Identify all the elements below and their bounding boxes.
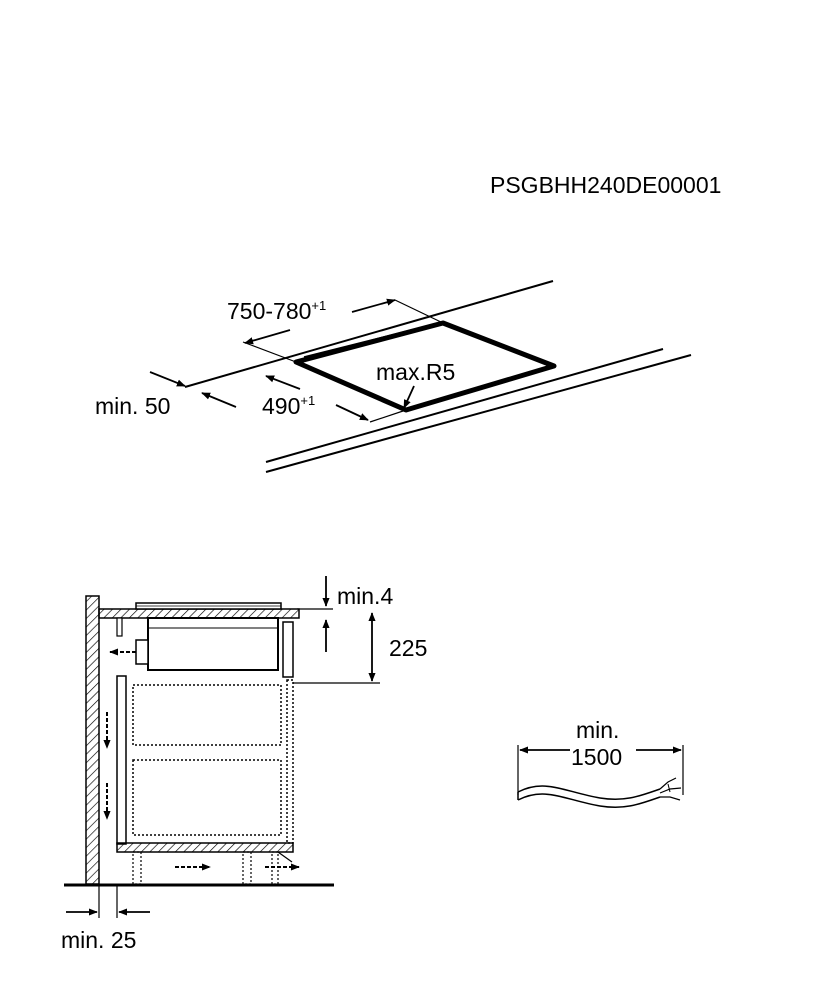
- corner-radius-label: max.R5: [376, 359, 455, 385]
- drawing-code: PSGBHH240DE00001: [490, 172, 721, 198]
- cutout-inner-edge: [303, 321, 444, 358]
- cable-length-label-line1: min.: [576, 717, 619, 743]
- cable-length-label-line2: 1500: [571, 744, 622, 770]
- edge-distance-label: min. 50: [95, 393, 170, 419]
- worktop-section: [98, 608, 300, 619]
- drawer-lower: [132, 759, 282, 836]
- height-label: 225: [389, 635, 427, 661]
- plinth-foot-left: [132, 851, 142, 885]
- worktop-front-edge-lower: [265, 354, 692, 473]
- fixing-clip: [116, 617, 123, 637]
- worktop-top-view: 750-780+1 490+1 min. 50 max.R5: [95, 280, 692, 473]
- cabinet-side-panel: [282, 621, 294, 678]
- width-extension-left: [242, 341, 297, 363]
- edge-distance-arrow-inner: [201, 392, 237, 408]
- cabinet-right-wall: [286, 679, 294, 844]
- worktop-back-edge: [184, 280, 554, 388]
- depth-arrow-front: [335, 404, 369, 421]
- cutout-depth-label: 490+1: [262, 393, 315, 419]
- top-gap-label: min.4: [337, 583, 393, 609]
- plinth-opening: [277, 851, 293, 863]
- wall: [85, 595, 100, 885]
- cabinet-side-view: min.4 225 min. 25: [61, 576, 427, 953]
- hob-body: [147, 617, 279, 671]
- wall-gap-label: min. 25: [61, 927, 136, 953]
- cutout-width-label: 750-780+1: [227, 298, 326, 324]
- worktop-front-edge: [265, 348, 664, 463]
- cabinet-left-wall: [116, 675, 127, 845]
- edge-distance-arrow-outer: [149, 371, 186, 387]
- hob-cutout: [293, 320, 557, 413]
- cabinet-base: [116, 842, 294, 853]
- power-cable: min. 1500: [517, 717, 684, 809]
- plinth-foot-right: [242, 851, 252, 885]
- width-arrow-left: [244, 329, 291, 345]
- corner-radius-arrow: [403, 385, 415, 409]
- depth-extension-front: [369, 409, 407, 423]
- fan-outlet: [135, 639, 149, 665]
- drawer-upper: [132, 684, 282, 746]
- width-extension-right: [394, 299, 444, 324]
- depth-arrow-back: [265, 375, 301, 390]
- cable-lower-edge: [517, 793, 661, 809]
- cable-wires-icon: [659, 777, 682, 801]
- width-arrow-right: [351, 298, 396, 313]
- cable-upper-edge: [517, 785, 661, 801]
